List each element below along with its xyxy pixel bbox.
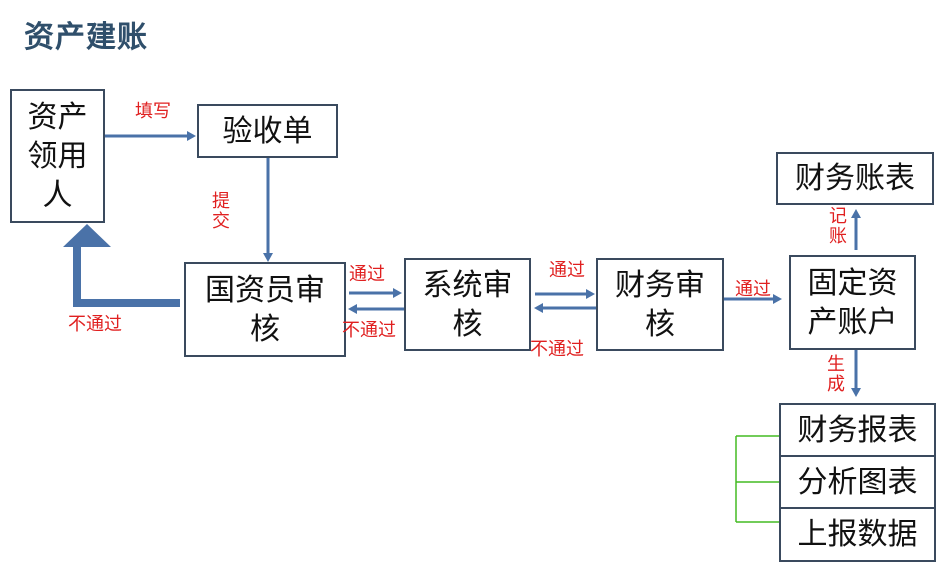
node-applicant: 资产领用人 [10,89,105,223]
node-receipt: 验收单 [197,104,338,158]
node-auditor: 国资员审核 [184,262,346,357]
arrowhead-submit [263,253,273,262]
label-fill: 填写 [135,101,171,122]
label-reject-applicant: 不通过 [68,314,122,335]
arrowhead-fill [187,131,196,141]
node-ledger: 财务账表 [776,152,934,205]
label-reject-1: 不通过 [342,320,396,341]
label-pass-1: 通过 [349,264,385,285]
arrowhead-record [851,209,861,218]
node-account: 固定资产账户 [789,255,916,350]
node-analysis: 分析图表 [779,455,936,509]
arrowhead-reject2 [534,303,543,313]
node-submit-data: 上报数据 [779,507,936,562]
label-pass-2: 通过 [549,260,585,281]
node-report: 财务报表 [779,403,936,457]
label-generate: 生成 [827,354,845,395]
label-record: 记账 [829,206,847,247]
arrowhead-generate [851,388,861,397]
arrowhead-pass1 [393,288,402,298]
label-submit: 提交 [212,191,230,232]
node-finance: 财务审核 [596,258,724,351]
arrowhead-pass2 [586,289,595,299]
report-bracket [735,435,779,523]
arrowhead-reject1 [348,304,357,314]
node-system: 系统审核 [404,258,531,351]
arrow-reject-applicant [63,224,180,307]
label-pass-3: 通过 [735,279,771,300]
page-title: 资产建账 [24,20,148,55]
arrowhead-pass3 [773,294,782,304]
label-reject-2: 不通过 [530,339,584,360]
